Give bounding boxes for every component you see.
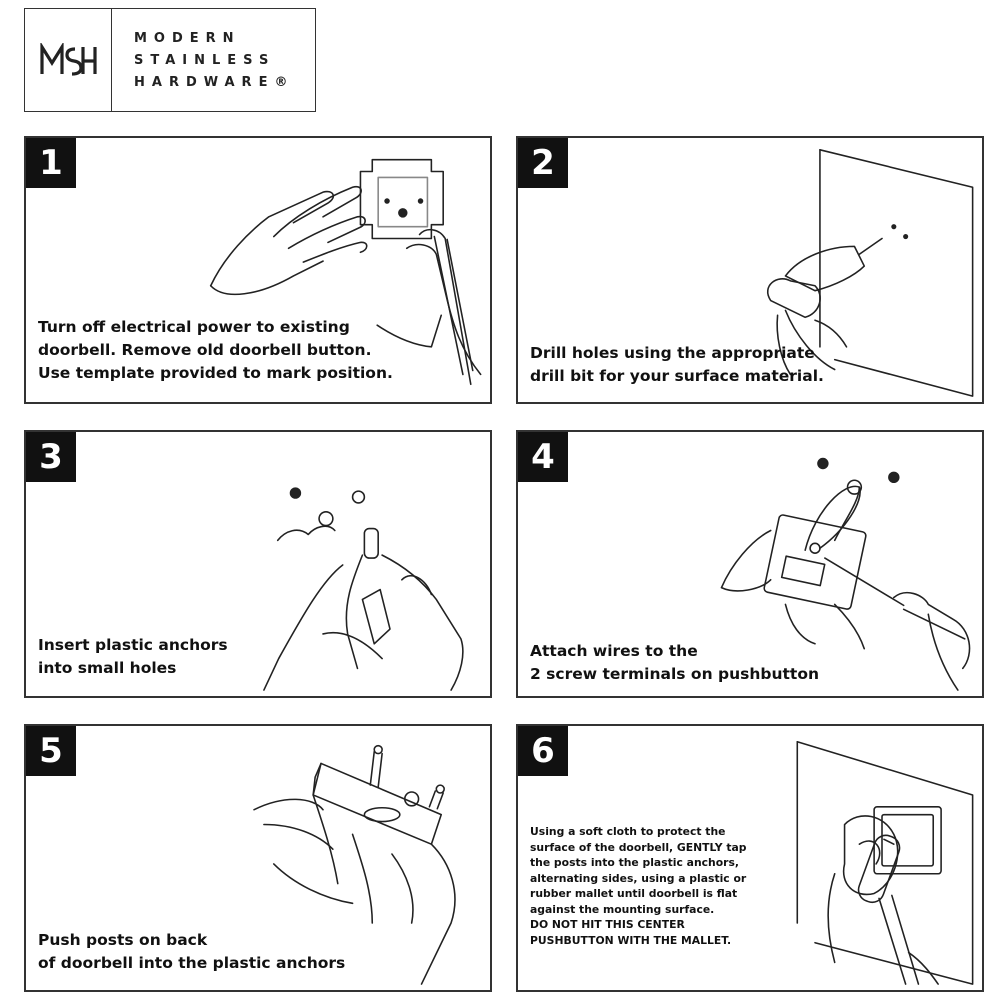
brand-name: MODERN STAINLESS HARDWARE®: [112, 9, 315, 111]
step-6-line-5: rubber mallet until doorbell is flat: [530, 887, 738, 900]
step-2-panel: 2 Drill holes using the appropriate dril…: [516, 136, 984, 404]
step-3-line-1: Insert plastic anchors: [38, 636, 228, 654]
anchor-insert-illustration: [263, 487, 464, 691]
step-1-line-1: Turn off electrical power to existing: [38, 318, 350, 336]
msh-monogram-icon: [40, 43, 97, 76]
step-6-instructions: Using a soft cloth to protect the surfac…: [530, 824, 747, 948]
push-posts-illustration: [253, 744, 456, 985]
brand-line-1: MODERN: [134, 30, 241, 46]
step-6-panel: 6 Using a soft cloth to protect the surf…: [516, 724, 984, 992]
step-1-instructions: Turn off electrical power to existing do…: [38, 316, 393, 385]
step-6-line-2: surface of the doorbell, GENTLY tap: [530, 840, 747, 854]
step-5-line-1: Push posts on back: [38, 931, 208, 949]
step-6-line-3: the posts into the plastic anchors,: [530, 856, 739, 869]
step-4-panel: 4 Attach wires to the 2 screw terminals …: [516, 430, 984, 698]
step-2-instructions: Drill holes using the appropriate drill …: [530, 342, 824, 388]
mallet-tap-illustration: [796, 740, 974, 985]
step-2-line-1: Drill holes using the appropriate: [530, 344, 815, 362]
step-1-panel: 1 Turn off electrical power to existing …: [24, 136, 492, 404]
step-5-instructions: Push posts on back of doorbell into the …: [38, 929, 345, 975]
step-6-line-4: alternating sides, using a plastic or: [530, 871, 747, 885]
step-3-line-2: into small holes: [38, 659, 177, 677]
brand-line-3: HARDWARE®: [134, 74, 295, 90]
step-6-number: 6: [518, 726, 568, 776]
step-6-line-1: Using a soft cloth to protect the: [530, 825, 726, 838]
step-1-line-2: doorbell. Remove old doorbell button.: [38, 341, 372, 359]
msh-monogram: [25, 9, 112, 111]
step-4-line-1: Attach wires to the: [530, 642, 698, 660]
step-3-panel: 3 Insert plastic anchors into small hole…: [24, 430, 492, 698]
step-1-number: 1: [26, 138, 76, 188]
step-3-instructions: Insert plastic anchors into small holes: [38, 634, 228, 680]
step-4-line-2: 2 screw terminals on pushbutton: [530, 665, 820, 683]
step-1-line-3: Use template provided to mark position.: [38, 364, 393, 382]
step-3-number: 3: [26, 432, 76, 482]
attach-wires-illustration: [720, 457, 971, 691]
step-5-panel: 5 Push posts on back of doorbell into th…: [24, 724, 492, 992]
step-2-line-2: drill bit for your surface material.: [530, 367, 824, 385]
step-6-warning-line-1: DO NOT HIT THIS CENTER: [530, 918, 685, 931]
step-6-line-6: against the mounting surface.: [530, 902, 715, 916]
drill-illustration: [767, 149, 974, 397]
step-2-number: 2: [518, 138, 568, 188]
step-5-line-2: of doorbell into the plastic anchors: [38, 954, 346, 972]
step-4-number: 4: [518, 432, 568, 482]
mark-position-illustration: [209, 158, 482, 386]
step-5-number: 5: [26, 726, 76, 776]
step-4-instructions: Attach wires to the 2 screw terminals on…: [530, 640, 819, 686]
brand-logo: MODERN STAINLESS HARDWARE®: [24, 8, 316, 112]
brand-line-2: STAINLESS: [134, 52, 276, 68]
step-6-warning-line-2: PUSHBUTTON WITH THE MALLET.: [530, 933, 732, 947]
